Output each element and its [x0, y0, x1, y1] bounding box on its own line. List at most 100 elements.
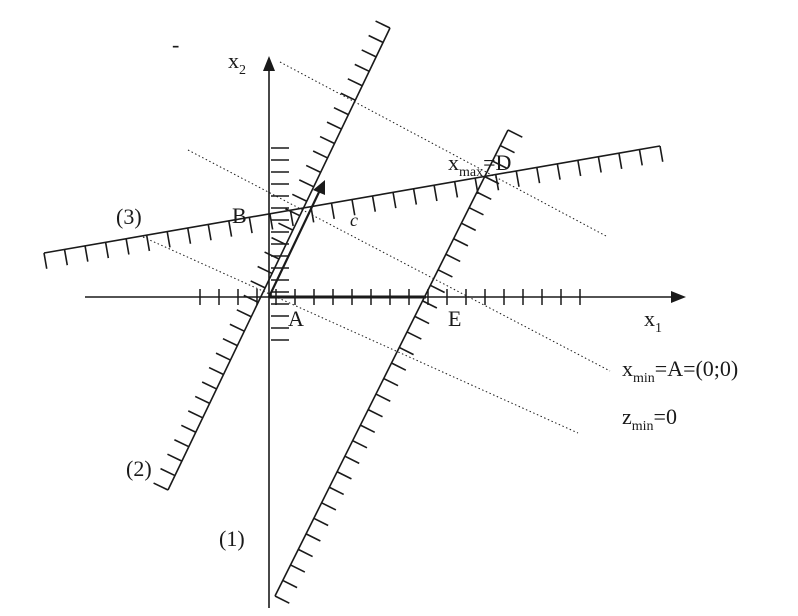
isoline — [279, 61, 607, 237]
hatch-constraint-2 — [167, 453, 183, 462]
objective-isolines — [142, 61, 611, 434]
y-axis-label: x2 — [228, 48, 246, 78]
hatch-constraint-1 — [313, 517, 329, 527]
hatch-constraint-1 — [305, 533, 321, 542]
hatch-constraint-1 — [282, 579, 298, 589]
hatch-constraint-3 — [556, 163, 561, 180]
hatch-constraint-1 — [414, 315, 430, 325]
hatch-constraint-2 — [298, 179, 315, 188]
x-axis-label: x1 — [644, 306, 662, 336]
hatch-constraint-2 — [354, 63, 370, 73]
hatch-constraint-3 — [412, 188, 418, 205]
xmax-label: xmax=D — [448, 150, 511, 180]
hatch-constraint-1 — [445, 253, 461, 263]
hatch-constraint-1 — [406, 331, 422, 340]
hatch-constraint-1 — [499, 144, 515, 154]
hatch-constraint-2 — [160, 467, 176, 477]
gradient-arrowhead — [313, 180, 325, 195]
hatch-constraint-3 — [104, 242, 110, 259]
hatch-constraint-1 — [422, 300, 438, 309]
hatch-constraint-2 — [153, 482, 169, 491]
hatch-constraint-2 — [208, 366, 224, 376]
hatch-constraint-3 — [269, 213, 274, 230]
hatch-constraint-3 — [289, 210, 294, 227]
hatch-constraint-2 — [180, 424, 197, 433]
hatch-constraint-2 — [326, 121, 342, 130]
constraint-line-1 — [274, 129, 509, 597]
hatch-constraint-3 — [453, 181, 459, 198]
hatch-constraint-3 — [638, 149, 643, 166]
hatch-constraint-1 — [274, 595, 290, 604]
point-e-label: E — [448, 306, 461, 331]
hatch-constraint-3 — [618, 152, 623, 170]
hatch-constraint-2 — [361, 49, 377, 58]
hatch-constraint-2 — [187, 410, 204, 419]
hatch-constraint-3 — [125, 238, 130, 255]
hatch-constraint-1 — [398, 346, 414, 356]
hatch-constraint-2 — [278, 222, 294, 231]
hatch-constraint-3 — [536, 167, 541, 184]
point-a-label: A — [288, 306, 304, 331]
corner-mark: - — [172, 32, 179, 57]
hatch-constraint-1 — [336, 471, 352, 480]
hatch-constraint-3 — [207, 224, 212, 241]
gradient-label: c — [350, 210, 358, 230]
hatch-constraint-2 — [174, 439, 190, 448]
hatch-constraint-3 — [186, 227, 192, 244]
constraint-3-label: (3) — [116, 204, 142, 229]
hatch-constraint-3 — [248, 217, 253, 234]
constraint-1-label: (1) — [219, 526, 245, 551]
y-axis-arrow — [263, 56, 275, 71]
hatch-constraint-1 — [461, 222, 477, 232]
hatch-constraint-2 — [333, 106, 349, 116]
hatch-constraint-1 — [375, 393, 391, 402]
hatch-constraint-2 — [368, 34, 384, 44]
hatch-constraint-2 — [201, 381, 217, 390]
hatch-constraint-1 — [290, 564, 306, 573]
hatch-constraint-3 — [371, 195, 377, 212]
hatch-constraint-3 — [166, 231, 171, 248]
hatch-constraint-2 — [250, 280, 266, 289]
zmin-result: zmin=0 — [622, 404, 677, 434]
hatch-constraint-3 — [433, 185, 438, 202]
hatch-constraint-3 — [392, 192, 397, 209]
hatch-constraint-1 — [492, 160, 508, 169]
hatch-constraint-1 — [429, 284, 446, 294]
hatch-constraint-3 — [145, 235, 151, 252]
hatch-constraint-3 — [659, 145, 664, 162]
x-axis-arrow — [671, 291, 686, 303]
constraint-line-2 — [167, 27, 391, 491]
xmin-result: xmin=A=(0;0) — [622, 356, 738, 386]
hatch-constraint-1 — [437, 269, 453, 278]
hatch-constraint-1 — [453, 238, 469, 247]
hatch-constraint-3 — [63, 249, 69, 266]
hatch-constraint-1 — [344, 455, 360, 465]
hatch-constraint-1 — [297, 548, 313, 558]
hatch-constraint-1 — [383, 377, 399, 387]
coordinate-axes — [85, 56, 686, 608]
hatch-constraint-2 — [375, 20, 391, 29]
point-b-label: B — [232, 203, 247, 228]
hatch-constraint-3 — [43, 252, 48, 269]
hatch-constraint-3 — [597, 156, 602, 173]
hatch-constraint-1 — [367, 408, 383, 418]
hatch-constraint-1 — [391, 362, 407, 371]
constraint-2-label: (2) — [126, 456, 152, 481]
hatch-constraint-2 — [312, 150, 328, 159]
hatch-constraint-1 — [476, 191, 492, 201]
hatch-constraint-1 — [484, 175, 500, 185]
hatch-constraint-2 — [305, 164, 321, 174]
gradient-vector — [268, 189, 321, 298]
hatch-constraint-2 — [222, 337, 238, 347]
hatch-constraint-1 — [329, 486, 345, 496]
hatch-constraint-3 — [84, 245, 89, 262]
isoline — [187, 149, 611, 372]
hatch-constraint-2 — [340, 92, 356, 101]
hatch-constraint-2 — [215, 352, 231, 361]
hatch-constraint-1 — [360, 424, 376, 434]
hatch-constraint-3 — [351, 199, 356, 216]
hatch-constraint-2 — [319, 135, 335, 145]
hatch-constraint-3 — [577, 160, 582, 177]
